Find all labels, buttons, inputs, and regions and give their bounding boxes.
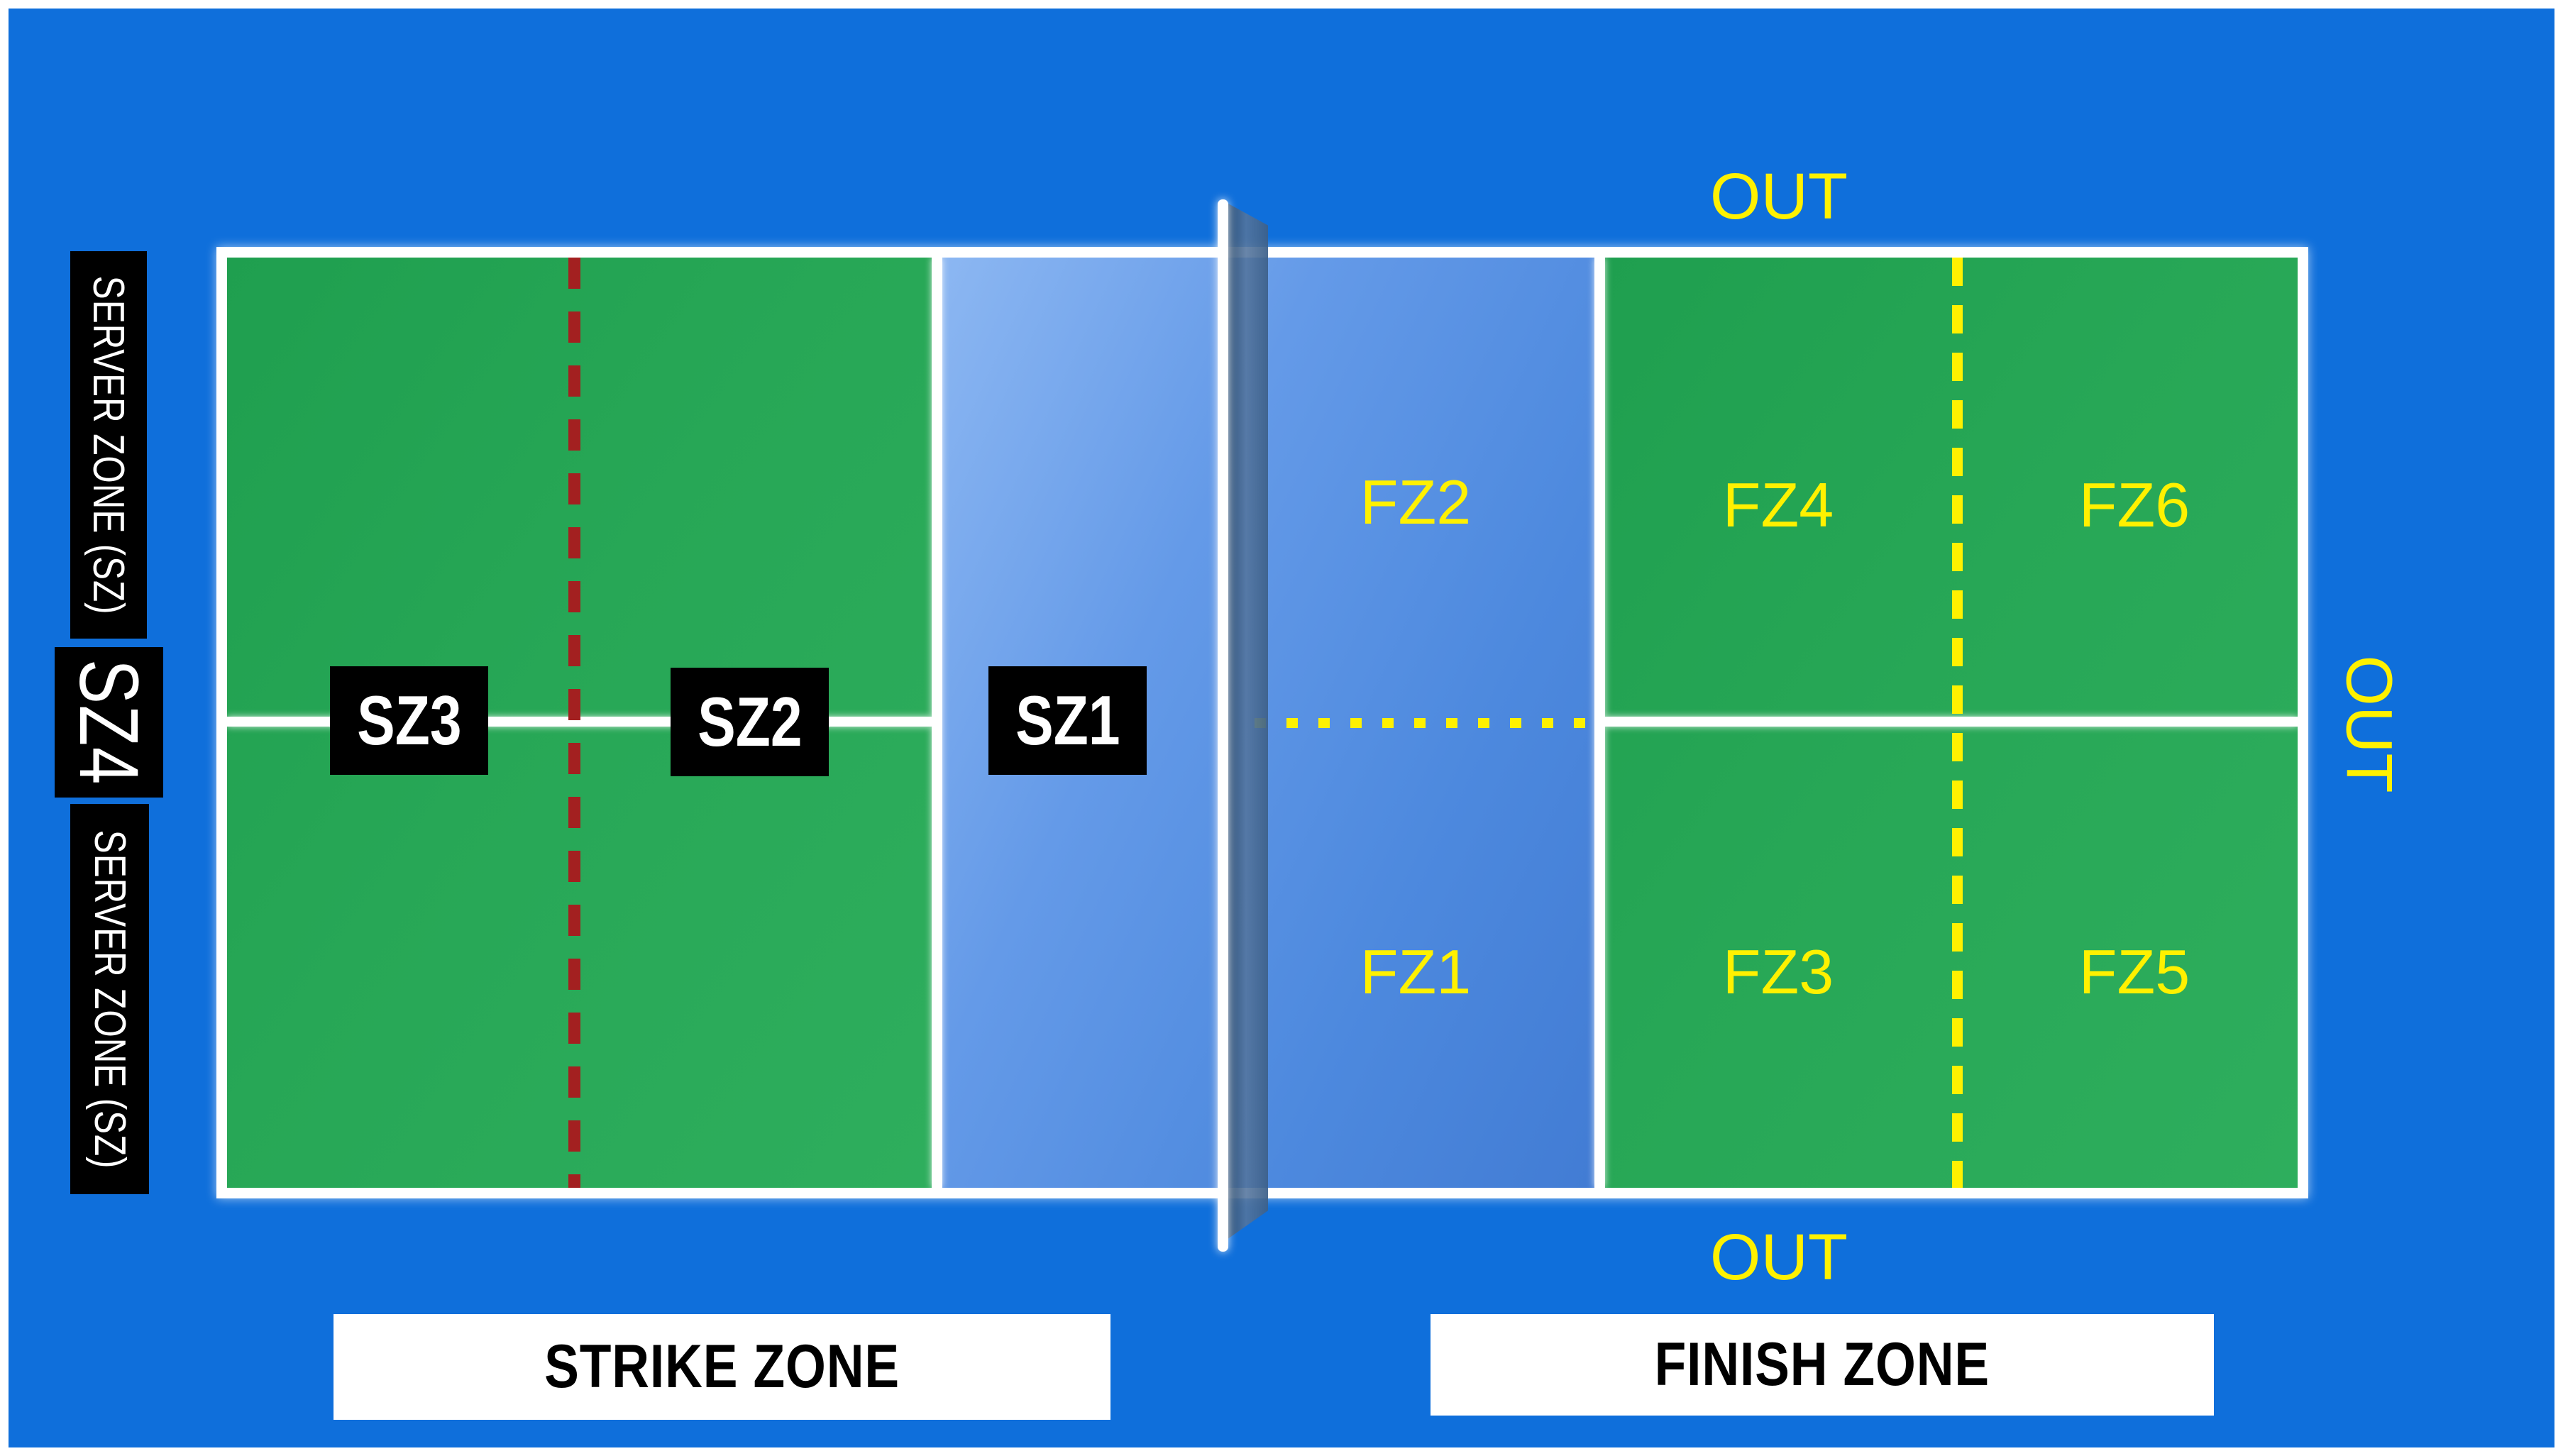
finish-zone-center-dashed-line: [1255, 718, 1594, 728]
marker-sz3: SZ3: [330, 666, 488, 775]
server-zone-band-bottom-label: SERVER ZONE (SZ): [85, 829, 135, 1169]
sz1-label: SZ1: [1015, 681, 1120, 759]
out-right-text: OUT: [2332, 654, 2405, 793]
net-band: [1228, 204, 1268, 1239]
net-post-line: [1218, 199, 1228, 1252]
zone-label-fz5: FZ5: [2078, 937, 2190, 1007]
finish-zone-caption-box: FINISH ZONE: [1431, 1314, 2214, 1416]
centerline-finish-side: [1605, 717, 2298, 727]
marker-sz2: SZ2: [671, 668, 829, 776]
sz2-label: SZ2: [697, 683, 803, 761]
server-zone-band-top-label: SERVER ZONE (SZ): [84, 275, 133, 614]
zone-label-fz6: FZ6: [2078, 470, 2190, 540]
out-label-top: OUT: [1709, 160, 1848, 233]
server-zone-sz4-badge: SZ4: [55, 647, 163, 798]
finish-zone-divider-dashed-line: [1952, 258, 1963, 1188]
zone-label-fz2: FZ2: [1360, 467, 1472, 537]
out-label-bottom: OUT: [1709, 1221, 1848, 1294]
server-zone-band-bottom: SERVER ZONE (SZ): [70, 804, 149, 1194]
sz4-label: SZ4: [62, 659, 156, 785]
strike-zone-caption-box: STRIKE ZONE: [334, 1314, 1110, 1420]
strike-zone-caption: STRIKE ZONE: [544, 1333, 900, 1401]
strike-blue-boundary-line: [932, 258, 942, 1188]
finish-zone-caption: FINISH ZONE: [1654, 1330, 1990, 1399]
out-label-right: OUT: [2305, 654, 2432, 793]
zone-label-fz4: FZ4: [1722, 470, 1834, 540]
server-zone-band-top: SERVER ZONE (SZ): [70, 251, 147, 639]
marker-sz1: SZ1: [988, 666, 1147, 775]
sz3-label: SZ3: [356, 681, 462, 759]
zone-label-fz3: FZ3: [1722, 937, 1834, 1007]
zone-label-fz1: FZ1: [1360, 937, 1472, 1007]
strike-zone-divider-dashed-line: [568, 258, 580, 1188]
blue-finish-boundary-line: [1594, 258, 1605, 1188]
